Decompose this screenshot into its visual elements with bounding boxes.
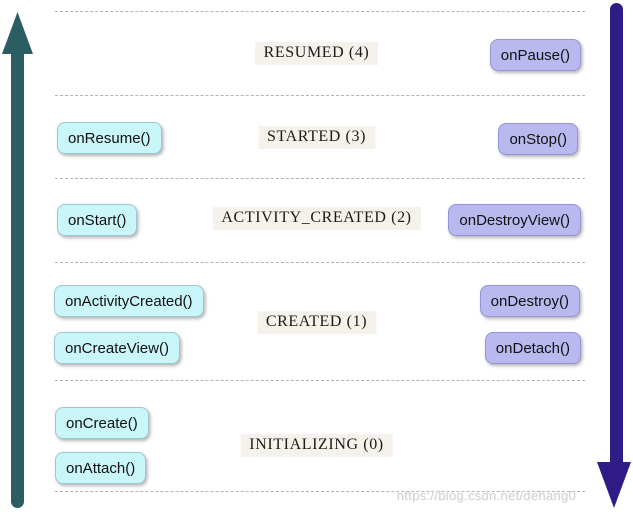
callback-box-ondestroyview: onDestroyView() [448, 204, 581, 236]
callback-box-onattach: onAttach() [55, 452, 147, 484]
callback-box-oncreateview: onCreateView() [54, 332, 180, 364]
down-arrow-icon [597, 3, 631, 508]
callback-box-onstop: onStop() [498, 123, 578, 155]
state-label-created: CREATED (1) [256, 311, 377, 334]
separator-line [55, 11, 585, 12]
separator-line [55, 178, 585, 179]
separator-line [55, 491, 585, 492]
watermark-url: https://blog.csdn.net/dehang0 [396, 488, 576, 503]
separator-line [55, 380, 585, 381]
callback-box-onstart: onStart() [57, 204, 138, 236]
callback-box-onpause: onPause() [489, 39, 581, 71]
state-label-activity-created: ACTIVITY_CREATED (2) [212, 207, 421, 230]
up-arrow-icon [2, 12, 33, 508]
callback-box-onactivitycreated: onActivityCreated() [54, 285, 204, 317]
callback-box-onresume: onResume() [57, 122, 162, 154]
callback-box-ondetach: onDetach() [484, 332, 581, 364]
state-label-started: STARTED (3) [257, 126, 376, 149]
state-label-resumed: RESUMED (4) [254, 42, 379, 65]
separator-line [55, 95, 585, 96]
callback-box-ondestroy: onDestroy() [479, 285, 580, 317]
state-label-initializing: INITIALIZING (0) [240, 434, 393, 457]
separator-line [55, 262, 585, 263]
callback-box-oncreate: onCreate() [55, 407, 149, 439]
